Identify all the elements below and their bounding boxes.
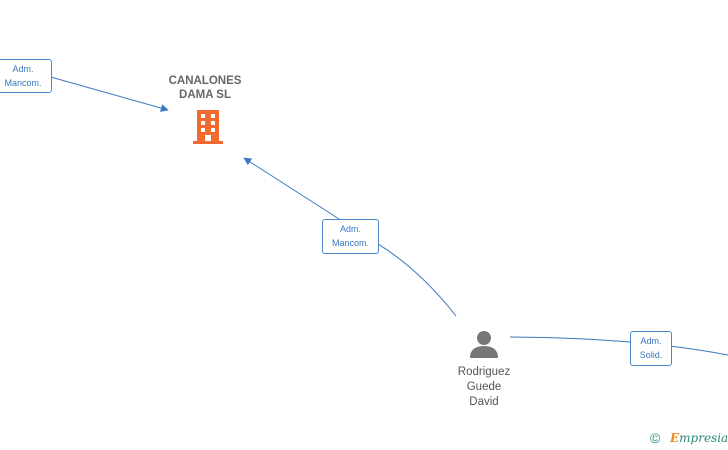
edge-label-adm-mancom-center[interactable]: Adm. Mancom. bbox=[322, 219, 379, 254]
person-name[interactable]: Rodriguez Guede David bbox=[438, 365, 530, 410]
person-name-line: David bbox=[469, 396, 499, 408]
company-name-line: CANALONES bbox=[168, 75, 242, 87]
brand-logo: Empresia bbox=[670, 430, 728, 446]
person-name-line: Guede bbox=[466, 381, 502, 393]
brand-rest: mpresia bbox=[679, 431, 728, 445]
copyright-icon: © bbox=[650, 430, 661, 446]
company-name-line: DAMA SL bbox=[179, 89, 231, 101]
building-icon[interactable] bbox=[192, 110, 224, 144]
empresia-watermark: © Empresia bbox=[650, 429, 728, 447]
edge-label-line: Adm. bbox=[12, 64, 34, 74]
edge-line-person-to-company bbox=[243, 157, 457, 317]
person-icon[interactable] bbox=[469, 330, 499, 358]
company-name[interactable]: CANALONES DAMA SL bbox=[150, 74, 260, 102]
person-name-line: Rodriguez bbox=[457, 366, 511, 378]
edge-label-line: Adm. bbox=[339, 224, 361, 234]
edge-label-line: Mancom. bbox=[4, 78, 42, 88]
edge-line-person-to-right bbox=[509, 336, 728, 356]
edge-label-line: Adm. bbox=[640, 336, 662, 346]
edge-label-line: Solid. bbox=[639, 350, 663, 360]
edge-label-line: Mancom. bbox=[331, 238, 369, 248]
edge-label-adm-solid[interactable]: Adm. Solid. bbox=[630, 331, 672, 366]
brand-initial: E bbox=[670, 431, 680, 445]
edge-label-adm-mancom-left[interactable]: Adm. Mancom. bbox=[0, 59, 52, 93]
edge-line-left-to-company bbox=[39, 73, 169, 112]
